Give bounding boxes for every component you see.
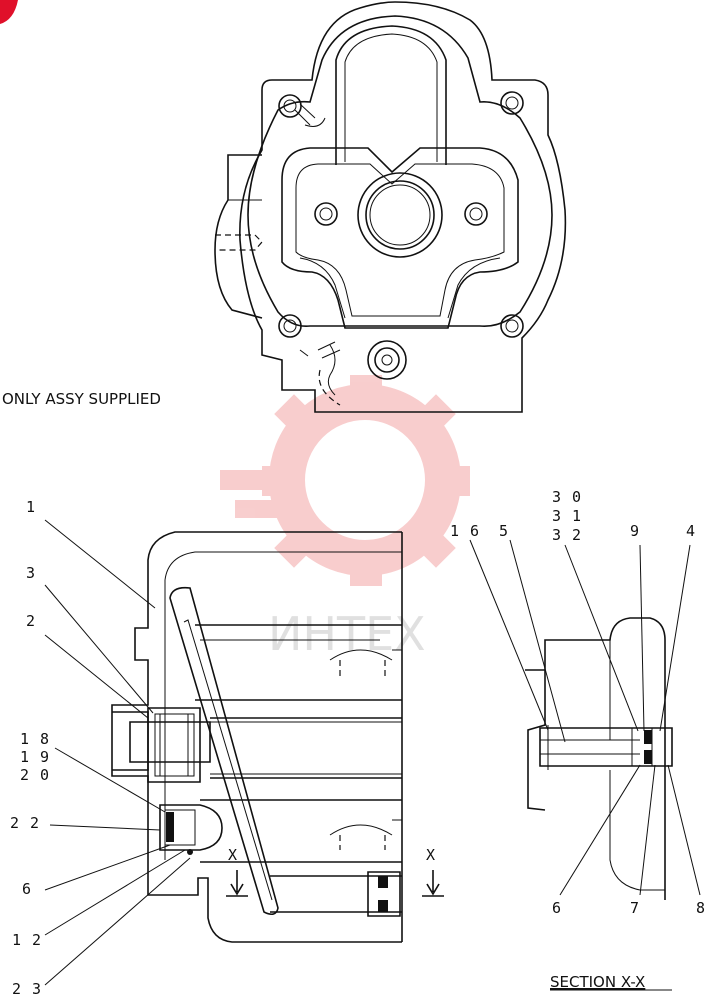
callout-4: 4 [686,522,696,540]
watermark-gear-logo [220,375,470,586]
callout-7: 7 [630,899,640,917]
callout-5: 5 [499,522,509,540]
section-xx-drawing [469,539,701,900]
callout-32: 3 2 [552,526,582,544]
section-caption: SECTION X-X [550,973,645,991]
callout-3: 3 [26,564,36,582]
assy-note: ONLY ASSY SUPPLIED [2,390,161,408]
section-marker-right: X [426,846,436,864]
callout-23: 2 3 [12,980,42,998]
section-marker-left: X [228,846,238,864]
callout-8: 8 [696,899,706,917]
callout-6-right: 6 [552,899,562,917]
callout-1: 1 [26,498,36,516]
callout-22: 2 2 [10,814,40,832]
corner-badge-icon [0,0,18,24]
top-view-drawing [214,1,567,413]
callout-20: 2 0 [20,766,50,784]
callout-30: 3 0 [552,488,582,506]
callout-12: 1 2 [12,931,42,949]
callout-2: 2 [26,612,36,630]
callout-6-left: 6 [22,880,32,898]
main-section-drawing [44,519,444,986]
callout-31: 3 1 [552,507,582,525]
callout-9: 9 [630,522,640,540]
callout-16: 1 6 [450,522,480,540]
callout-18: 1 8 [20,730,50,748]
callout-19: 1 9 [20,748,50,766]
